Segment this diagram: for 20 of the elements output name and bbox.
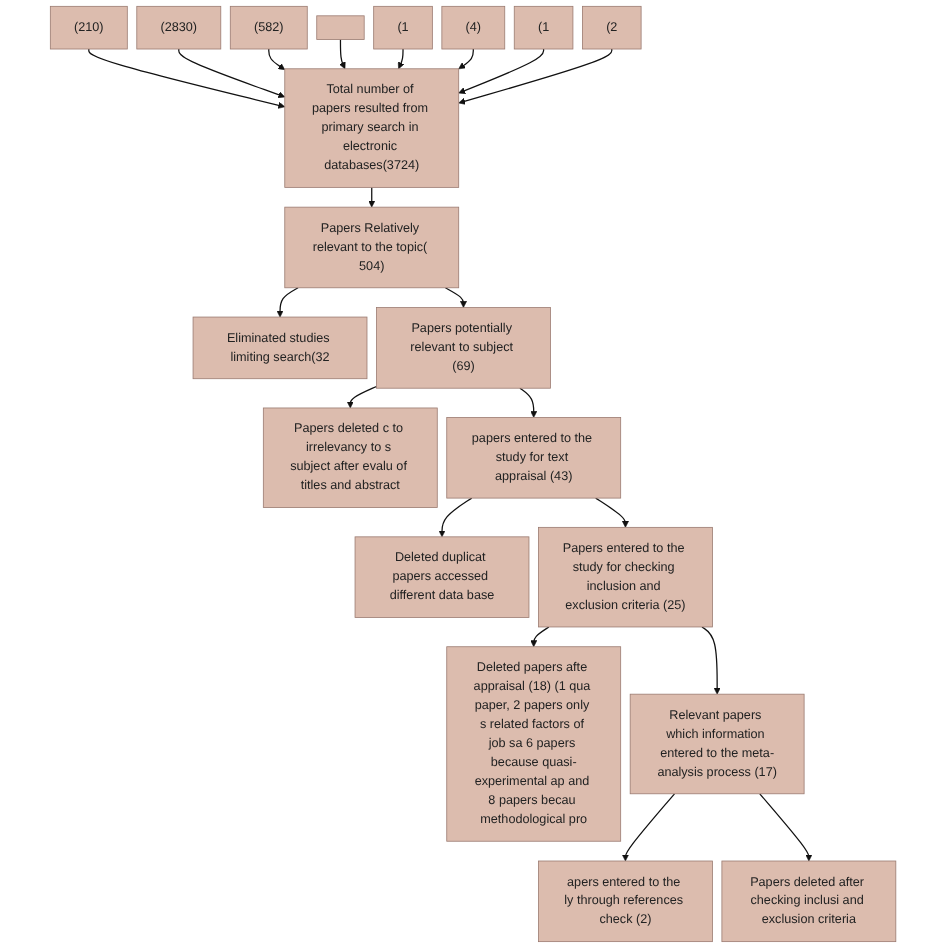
arrow (179, 48, 286, 99)
arrow (520, 387, 539, 418)
arrow (459, 48, 546, 94)
arrow (340, 38, 347, 70)
arrow (622, 793, 677, 862)
arrow (760, 793, 814, 862)
arrow (439, 497, 474, 538)
arrow (398, 48, 406, 70)
arrow (595, 497, 630, 528)
arrow (89, 48, 286, 109)
arrow (459, 48, 614, 105)
arrow (369, 186, 377, 208)
arrow (459, 48, 475, 70)
node-box (317, 15, 366, 40)
arrow (445, 287, 468, 308)
arrow (269, 48, 286, 70)
arrow (347, 385, 379, 409)
arrow (277, 287, 300, 318)
arrow (531, 626, 551, 648)
arrow (702, 626, 722, 695)
